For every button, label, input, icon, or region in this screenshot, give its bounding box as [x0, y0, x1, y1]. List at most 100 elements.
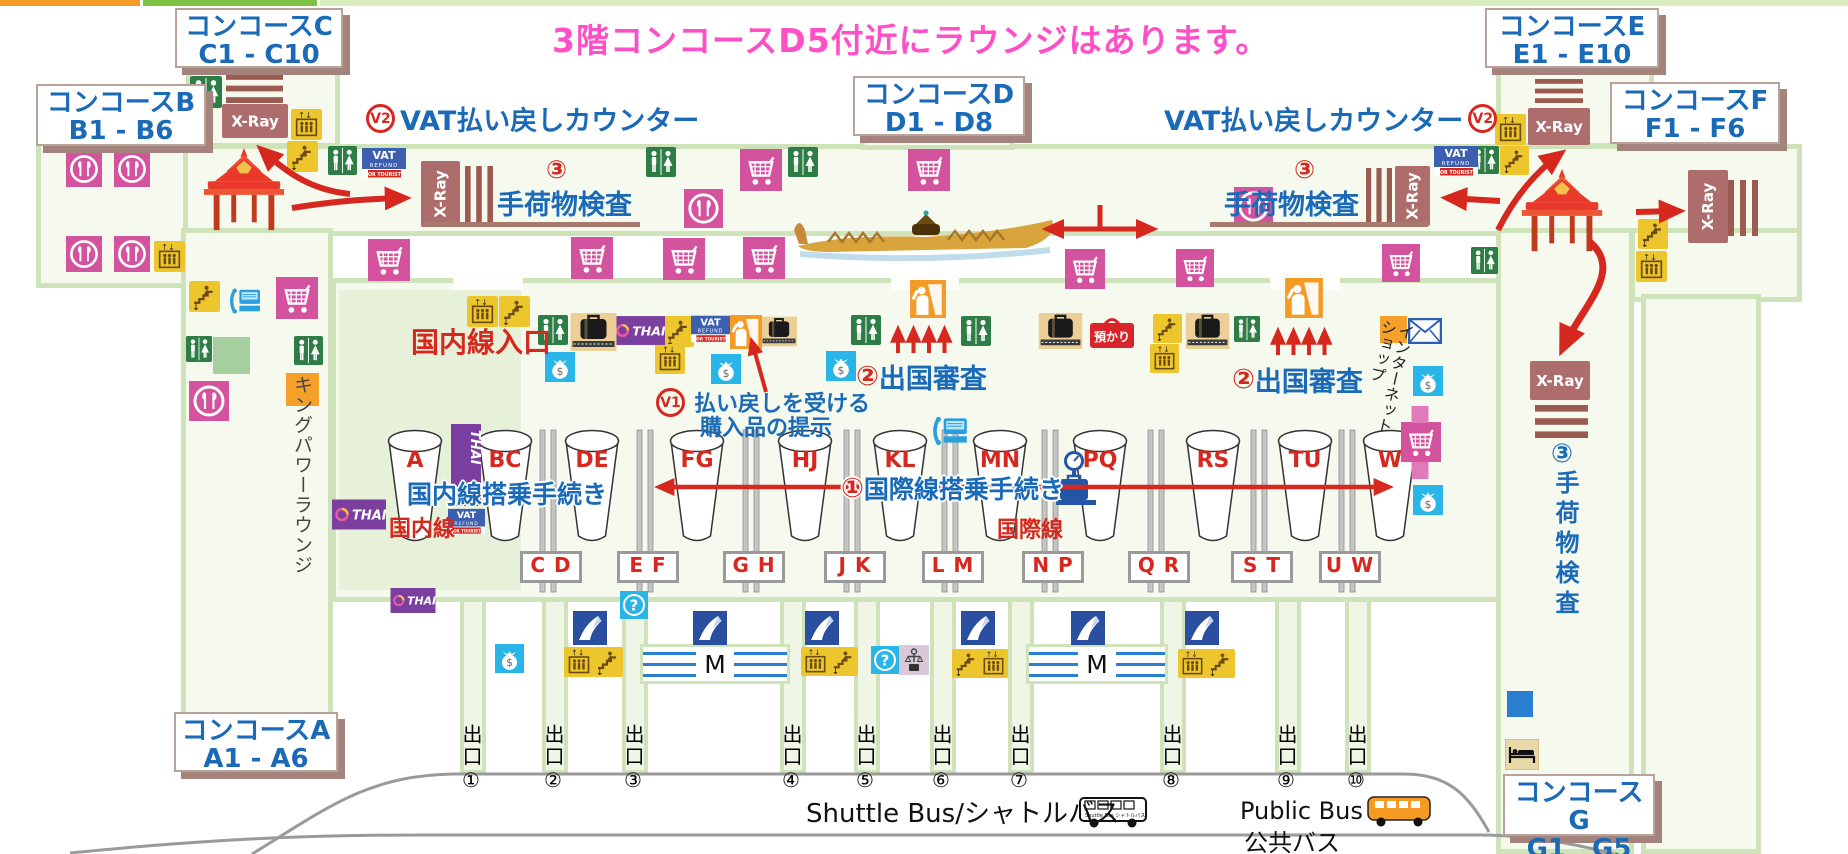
restroom-icon [186, 336, 212, 362]
checkin-island-top [387, 429, 443, 453]
domestic-entrance-opening [453, 274, 523, 290]
road-outer [69, 833, 1615, 854]
xray-station: X-Ray [222, 104, 288, 138]
arrow-to-xray-e [1495, 149, 1567, 232]
svg-text:↑↓: ↑↓ [808, 648, 821, 657]
page-title: 3階コンコースD5付近にラウンジはあります。 [552, 21, 1270, 60]
public-bus-icon [1366, 793, 1434, 829]
top-strip-orange [0, 0, 140, 6]
checkin-island-label: DE [575, 448, 609, 473]
svg-text:REFUND: REFUND [1442, 161, 1471, 167]
g-corridor-bar [1507, 630, 1533, 778]
shopping-cart-icon [1382, 244, 1420, 282]
baggage-check-right-label: 手荷物検査 [1224, 190, 1359, 221]
shopping-cart-icon [1065, 249, 1105, 289]
inspection-lanes [226, 74, 283, 103]
shop-block [1404, 462, 1436, 479]
inspection-lanes [1535, 405, 1588, 438]
king-power-lounge-label: キングパワーラウンジ [291, 375, 313, 575]
checkin-island-top [777, 429, 833, 453]
pillar [1250, 429, 1257, 593]
concourse-g-name: コンコースG [1514, 778, 1644, 837]
departure-immigration-right: ② 出国審査 [1232, 360, 1363, 399]
svg-text:$: $ [723, 367, 730, 380]
baggage-check-left-underline [425, 222, 640, 227]
airline-counter-icon [1185, 611, 1219, 645]
currency-exchange-icon: $ [711, 354, 741, 384]
concourse-g-gates: G1 G5 [1526, 834, 1632, 854]
svg-text:FOR TOURISTS: FOR TOURISTS [365, 172, 405, 178]
exit-corridor-7 [1008, 598, 1034, 774]
public-bus-label-ja: 公共バス [1244, 829, 1340, 854]
svg-text:↑↓: ↑↓ [161, 242, 175, 252]
counter-row-label: C D [520, 551, 582, 583]
exit-label-5: 出口⑤ [853, 724, 877, 794]
xray-station: X-Ray [1528, 108, 1590, 145]
restaurant-icon [1234, 187, 1273, 226]
svg-text:↓: ↓ [1156, 334, 1163, 343]
svg-text:VAT: VAT [700, 317, 721, 328]
checkin-island [388, 440, 442, 542]
svg-text:↑↓: ↑↓ [298, 110, 312, 120]
departure-immigration-right-label: 出国審査 [1254, 367, 1363, 398]
exit-label-7: 出口⑦ [1007, 724, 1031, 794]
restroom-icon [294, 336, 323, 365]
counter-row-label: U W [1319, 551, 1381, 583]
concourse-a-label: コンコースA A1 - A6 [174, 712, 338, 773]
counter-row-label: Q R [1128, 551, 1190, 583]
svg-text:FOR TOURISTS: FOR TOURISTS [450, 528, 483, 533]
elevator-icon: ↑↓ [1178, 649, 1207, 678]
concourse-b-base [36, 138, 188, 288]
departure-immigration-left-label: 出国審査 [878, 364, 987, 395]
svg-text:X-Ray: X-Ray [1699, 183, 1717, 231]
svg-text:↓: ↓ [290, 162, 298, 172]
escalator-icon: ↓ [663, 316, 694, 348]
escalator-icon: ↓ [1153, 314, 1182, 344]
checkin-island-top [669, 429, 725, 453]
svg-text:Shuttle Bus シャトルバス: Shuttle Bus シャトルバス [1085, 813, 1145, 819]
shopping-cart-icon [663, 238, 705, 280]
checkin-island-top [1185, 429, 1241, 453]
exit-label-2: 出口② [541, 724, 565, 794]
pillar [854, 429, 861, 593]
baggage-storage-icon: 預かり [1090, 317, 1134, 348]
restroom-icon [328, 146, 357, 175]
v2-badge-left: V2 [366, 104, 395, 133]
v1-badge: V1 [656, 388, 685, 417]
svg-text:↑↓: ↑↓ [1643, 252, 1657, 262]
svg-text:↓: ↓ [1641, 240, 1649, 249]
top-strip-green [143, 0, 317, 6]
currency-exchange-icon: $ [1413, 485, 1443, 515]
svg-text:X-Ray: X-Ray [1535, 118, 1583, 136]
v1-note-line1: 払い戻しを受ける [694, 392, 871, 417]
vat-refund-badge: VAT REFUND FOR TOURISTS [448, 505, 485, 538]
v1-note-line2: 購入品の提示 [700, 416, 833, 441]
airline-counter-icon [573, 611, 607, 645]
pillar [753, 429, 760, 593]
checkin-island-label: W [1377, 448, 1403, 473]
concourse-f-label: コンコースF F1 - F6 [1610, 82, 1780, 144]
pillar [1261, 429, 1268, 593]
elevator-icon: ↑↓ [467, 296, 498, 327]
thai-airways-banner: THAI [451, 424, 482, 506]
customs-scale-icon [899, 645, 929, 675]
baggage-belt-icon [570, 313, 617, 351]
svg-text:↓: ↓ [955, 669, 962, 678]
svg-text:↓: ↓ [192, 302, 200, 312]
exit-label-10: 出口⑩ [1344, 724, 1368, 794]
pillar [843, 429, 850, 593]
checkin-island-top [1072, 429, 1128, 453]
shopping-cart-icon [908, 149, 950, 191]
svg-text:↑↓: ↑↓ [571, 649, 584, 658]
pillar [1338, 429, 1345, 593]
svg-text:↑↓: ↑↓ [662, 346, 675, 355]
inspection-lanes [1535, 79, 1583, 103]
checkin-island-label: KL [884, 448, 916, 473]
currency-exchange-icon: $ [495, 644, 524, 673]
restroom-icon [788, 147, 818, 177]
concourse-g-label: コンコースG G1 G5 [1503, 774, 1655, 854]
svg-text:THAI: THAI [352, 509, 386, 524]
shuttle-bus-icon: Shuttle Bus シャトルバス [1078, 793, 1150, 831]
svg-text:↑↓: ↑↓ [474, 297, 488, 307]
